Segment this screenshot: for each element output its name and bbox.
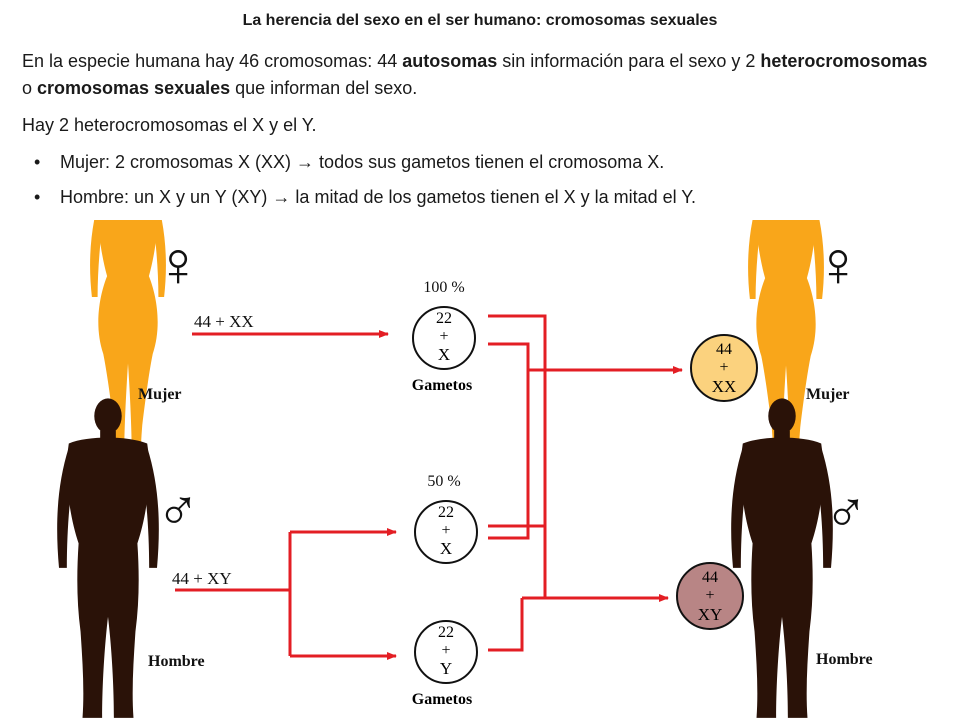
zygote-female: 44 + XX bbox=[690, 334, 758, 402]
son-label: Hombre bbox=[816, 651, 873, 668]
term-autosomas: autosomas bbox=[402, 51, 498, 71]
mother-label: Mujer bbox=[138, 386, 182, 403]
zygote-line-1: 44 bbox=[716, 341, 732, 358]
bullet-mujer: Mujer: 2 cromosomas X (XX) → todos sus g… bbox=[34, 149, 932, 176]
zygote-male: 44 + XY bbox=[676, 562, 744, 630]
bullet-list: Mujer: 2 cromosomas X (XX) → todos sus g… bbox=[22, 149, 932, 211]
term-cromosomas-sexuales: cromosomas sexuales bbox=[37, 78, 231, 98]
arrow-female-gamete-to-son bbox=[488, 314, 547, 528]
father-label: Hombre bbox=[148, 653, 205, 670]
arrow-male-y-to-son bbox=[488, 598, 524, 652]
gamete-line-1: 22 bbox=[438, 504, 454, 521]
term-heterocromosomas: heterocromosomas bbox=[760, 51, 928, 71]
gamete-line-3: Y bbox=[440, 659, 452, 678]
gamete-male-y: 22 + Y bbox=[414, 620, 478, 684]
gametes-label: Gametos bbox=[412, 691, 472, 708]
male-symbol-icon: ♂ bbox=[824, 480, 868, 545]
daughter-label: Mujer bbox=[806, 386, 850, 403]
page-title: La herencia del sexo en el ser humano: c… bbox=[242, 12, 718, 29]
gametes-label: Gametos bbox=[412, 377, 472, 394]
son-silhouette bbox=[731, 398, 833, 718]
zygote-line-1: 44 bbox=[702, 569, 718, 586]
intro-text-part: sin información para el sexo y 2 bbox=[497, 51, 761, 71]
intro-paragraph-1: En la especie humana hay 46 cromosomas: … bbox=[22, 48, 932, 102]
gamete-line-2: + bbox=[441, 642, 450, 659]
zygote-line-2: + bbox=[719, 359, 728, 376]
mother-genotype: 44 + XX bbox=[194, 312, 254, 331]
gamete-line-3: X bbox=[440, 539, 452, 558]
intro-text: En la especie humana hay 46 cromosomas: … bbox=[22, 48, 932, 219]
gamete-male-x: 22 + X bbox=[414, 500, 478, 564]
female-symbol-icon: ♀ bbox=[814, 228, 862, 300]
arrow-female-gamete-to-daughter-a bbox=[488, 342, 530, 370]
gamete-line-1: 22 bbox=[438, 624, 454, 641]
gamete-line-2: + bbox=[441, 522, 450, 539]
intro-text-part: que informan del sexo. bbox=[230, 78, 418, 98]
gamete-line-1: 22 bbox=[436, 310, 452, 327]
intro-text-part: En la especie humana hay 46 cromosomas: … bbox=[22, 51, 403, 71]
female-symbol-icon: ♀ bbox=[154, 228, 202, 300]
father-genotype: 44 + XY bbox=[172, 569, 232, 588]
inheritance-diagram: ♀ ♀ ♂ ♂ 44 + XX 44 + XY Mujer Hombre Muj… bbox=[57, 220, 873, 718]
zygote-line-3: XX bbox=[712, 377, 737, 396]
pct-male-gamete: 50 % bbox=[427, 473, 460, 490]
gamete-line-2: + bbox=[439, 328, 448, 345]
bullet-hombre: Hombre: un X y un Y (XY) → la mitad de l… bbox=[34, 184, 932, 211]
zygote-line-2: + bbox=[705, 587, 714, 604]
zygote-line-3: XY bbox=[698, 605, 723, 624]
father-silhouette bbox=[57, 398, 159, 718]
arrow-male-x-to-daughter bbox=[488, 370, 530, 540]
gamete-line-3: X bbox=[438, 345, 450, 364]
arrows bbox=[175, 314, 683, 660]
intro-paragraph-2: Hay 2 heterocromosomas el X y el Y. bbox=[22, 115, 317, 135]
pct-female-gamete: 100 % bbox=[423, 279, 464, 296]
intro-text-part: o bbox=[22, 78, 38, 98]
gamete-female: 22 + X bbox=[412, 306, 476, 370]
male-symbol-icon: ♂ bbox=[156, 478, 200, 543]
